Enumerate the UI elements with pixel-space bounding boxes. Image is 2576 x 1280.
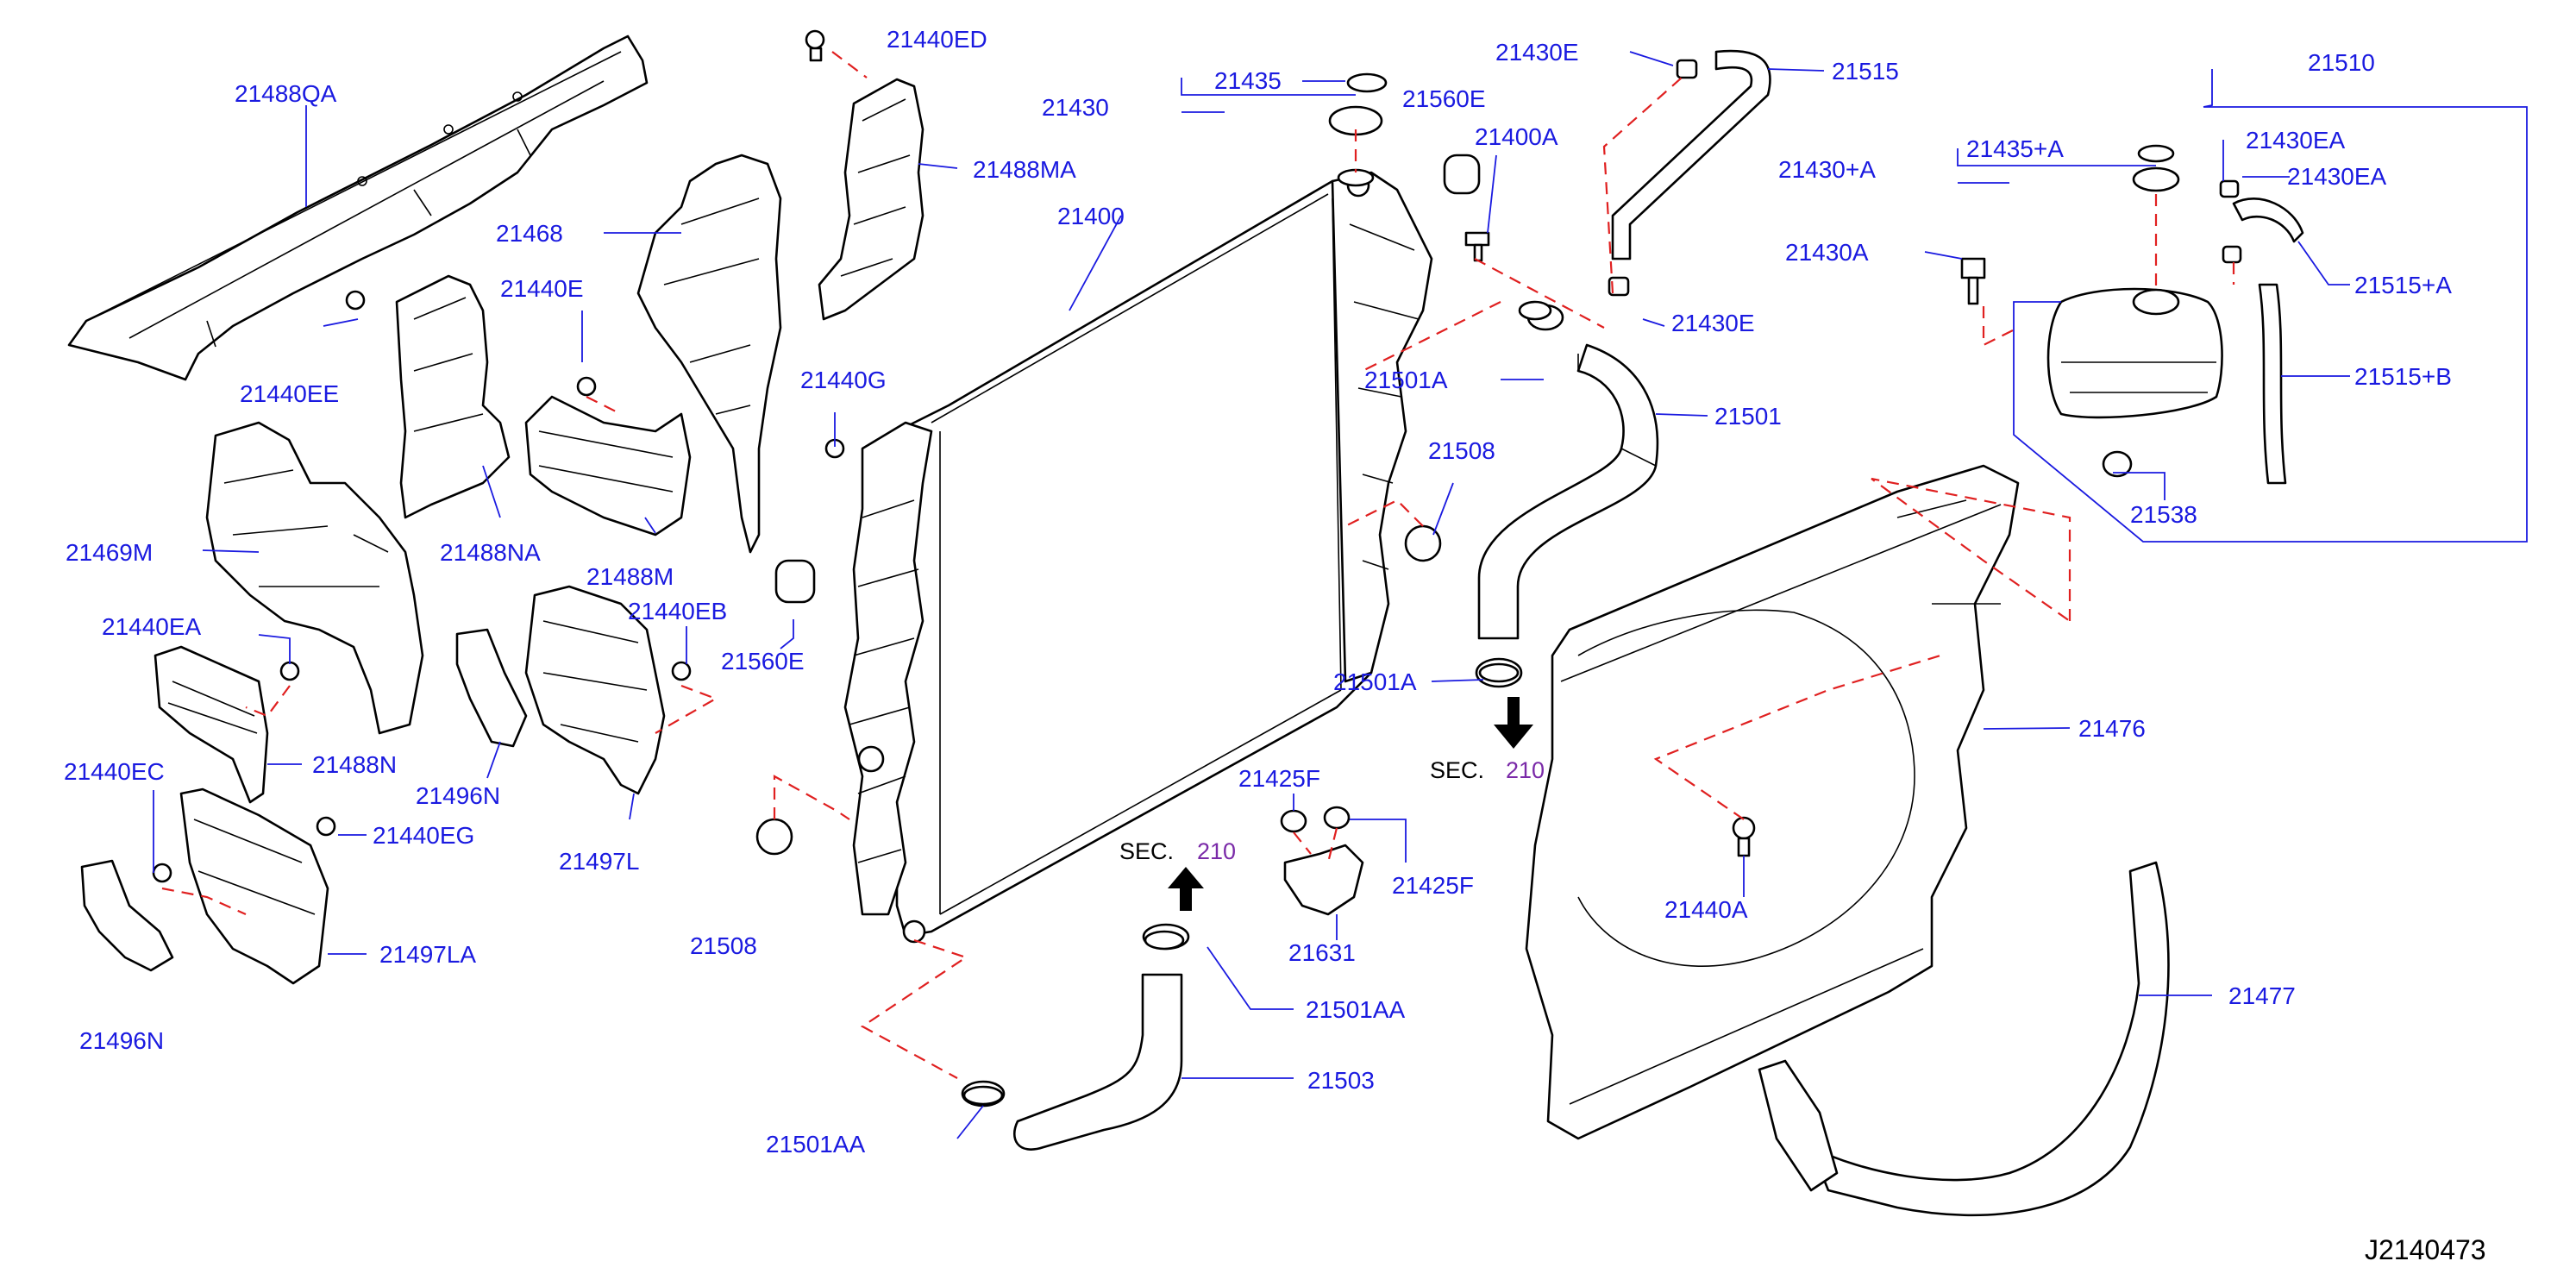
label-21440E: 21440E (500, 275, 584, 302)
part-21488N-guide (154, 645, 269, 804)
label-21469M: 21469M (66, 539, 153, 566)
part-21400A-bolt (1464, 231, 1490, 262)
label-21538: 21538 (2130, 501, 2197, 528)
label-21501AA-bot: 21501AA (766, 1131, 866, 1158)
label-21515A: 21515+A (2354, 272, 2452, 298)
label-21440G: 21440G (800, 367, 887, 393)
sec-number: 210 (1197, 838, 1236, 864)
label-21488N: 21488N (312, 751, 397, 778)
label-21400A: 21400A (1475, 123, 1558, 150)
label-21560E-top: 21560E (1402, 85, 1486, 112)
part-21430A-bolt-21538-nut (1960, 257, 2133, 478)
part-21560E-top-bushing (1443, 154, 1481, 195)
sec-prefix: SEC. (1119, 838, 1174, 864)
assembly-lines (161, 51, 2235, 1079)
sec-number: 210 (1506, 757, 1545, 783)
label-21440ED: 21440ED (887, 26, 987, 53)
section-reference-2: SEC. 210 (1119, 838, 1236, 864)
diagram-code: J2140473 (2365, 1234, 2486, 1265)
hose-clamps (962, 300, 1552, 1106)
label-21501A-top: 21501A (1364, 367, 1448, 393)
part-21400-radiator (843, 171, 1433, 944)
label-21631: 21631 (1288, 939, 1356, 966)
label-21440EG: 21440EG (373, 822, 474, 849)
part-21510-reservoir (2046, 144, 2223, 419)
part-21469M-lower-guide (205, 421, 424, 735)
sec-prefix: SEC. (1430, 757, 1484, 783)
label-21440EC: 21440EC (64, 758, 165, 785)
label-21497L: 21497L (559, 848, 639, 875)
part-21515A-21515B-hoses (2219, 179, 2304, 485)
label-21488QA: 21488QA (235, 80, 337, 107)
part-21497L-bracket (524, 585, 666, 795)
label-21430E-mid: 21430E (1671, 310, 1755, 336)
label-21508-right: 21508 (1428, 437, 1495, 464)
part-21496N-mid-seal (455, 628, 528, 748)
label-21430A: 21430A (1785, 239, 1869, 266)
part-21515-overflow-hose (1608, 49, 1771, 297)
label-21496N-mid: 21496N (416, 782, 500, 809)
label-21515: 21515 (1832, 58, 1899, 85)
label-21476: 21476 (2078, 715, 2146, 742)
label-21440A: 21440A (1664, 896, 1748, 923)
part-21503-lower-hose (961, 923, 1190, 1151)
part-21468-side-seal (636, 154, 782, 554)
label-21501AA-mid: 21501AA (1306, 996, 1406, 1023)
part-21488QA-upper-guide (67, 35, 649, 381)
part-21488MA-side-guide (818, 78, 924, 321)
part-21430-cap (1328, 72, 1388, 187)
label-21488NA: 21488NA (440, 539, 541, 566)
label-21501A-bot: 21501A (1333, 668, 1417, 695)
arrow-down-icon (1494, 697, 1533, 749)
label-21430pA: 21430+A (1778, 156, 1876, 183)
label-21468: 21468 (496, 220, 563, 247)
label-21425F-1: 21425F (1238, 765, 1320, 792)
label-21488MA: 21488MA (973, 156, 1076, 183)
section-reference-1: SEC. 210 (1430, 757, 1545, 783)
label-21440EA: 21440EA (102, 613, 202, 640)
label-21477: 21477 (2228, 982, 2296, 1009)
label-21560E-mid: 21560E (721, 648, 805, 675)
label-21435: 21435 (1214, 67, 1282, 94)
part-21488M-guide (524, 395, 692, 536)
label-21515B: 21515+B (2354, 363, 2452, 390)
part-21560E-mid-bushing (774, 559, 816, 604)
label-21496N-bot: 21496N (79, 1027, 164, 1054)
label-21430E-top: 21430E (1495, 39, 1579, 66)
label-21488M: 21488M (586, 563, 674, 590)
label-21440EB: 21440EB (628, 598, 727, 624)
label-21430EA-2: 21430EA (2287, 163, 2387, 190)
label-21503: 21503 (1307, 1067, 1375, 1094)
label-21508-left: 21508 (690, 932, 757, 959)
part-21476-fan-shroud (1525, 464, 2020, 1140)
label-21430: 21430 (1042, 94, 1109, 121)
part-21477-lower-shroud (1758, 861, 2170, 1217)
part-21496N-bottom-seal (80, 859, 174, 972)
label-21400: 21400 (1057, 203, 1125, 229)
part-labels: 21488QA 21440ED 21488MA 21430 21435 2156… (64, 26, 2452, 1158)
part-21631-hose (1280, 806, 1364, 916)
part-21440ED-clip (805, 29, 825, 62)
part-21497LA-bracket (179, 787, 329, 985)
arrow-up-icon (1168, 867, 1204, 911)
label-21440EE: 21440EE (240, 380, 339, 407)
label-21501: 21501 (1714, 403, 1782, 430)
label-21497LA: 21497LA (379, 941, 476, 968)
part-21508-grommets (755, 524, 1442, 856)
label-21425F-2: 21425F (1392, 872, 1474, 899)
section-arrows (1168, 697, 1533, 911)
label-21510: 21510 (2308, 49, 2375, 76)
label-21435A: 21435+A (1966, 135, 2064, 162)
small-clips-left (152, 290, 845, 883)
part-21488NA-guide (395, 274, 511, 519)
label-21430EA-1: 21430EA (2246, 127, 2346, 154)
leader-lines (153, 51, 2528, 1139)
